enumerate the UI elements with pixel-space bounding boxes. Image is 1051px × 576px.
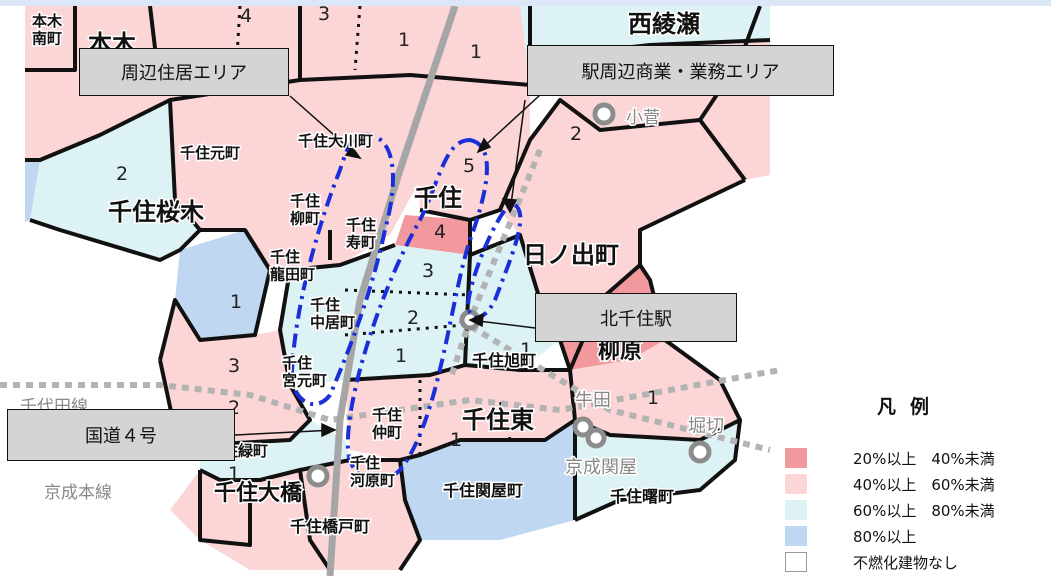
residential-area-callout-text: 周辺住居エリア (121, 63, 247, 84)
town-label: 千住桜木 (108, 198, 205, 226)
callout-arrows (234, 94, 541, 438)
town-label: 千住寿町 (346, 216, 376, 251)
town-label: 千住仲町 (372, 406, 402, 441)
chome-number: 3 (318, 3, 330, 25)
station-label: 堀切 (688, 416, 724, 437)
town-label: 千住元町 (180, 144, 240, 162)
chome-number: 1 (398, 29, 410, 51)
town-label: 千住旭町 (472, 351, 536, 370)
legend-label: 40%以上 60%未満 (853, 475, 995, 494)
chome-number: 4 (434, 221, 446, 243)
national-route-4-line (326, 6, 459, 576)
chome-number: 3 (422, 260, 434, 282)
zone-senju4-red (395, 215, 470, 255)
chome-number: 5 (463, 155, 475, 177)
legend-swatch (785, 500, 807, 520)
legend-label: 20%以上 40%未満 (853, 449, 995, 468)
town-label: 千住宮元町 (282, 354, 327, 389)
station-label: 京成関屋 (565, 457, 637, 478)
station-commercial-area-outline (345, 137, 489, 483)
legend-swatch (785, 552, 807, 572)
legend-label: 80%以上 (853, 527, 917, 546)
town-label: 千住柳町 (290, 192, 320, 227)
town-label: 千住橋戸町 (290, 517, 370, 536)
station-commercial-area-callout: 駅周辺商業・業務エリア (527, 45, 834, 96)
station-label: 牛田 (575, 390, 611, 411)
chome-number: 1 (230, 291, 242, 313)
zone-midori-cyan (200, 420, 350, 480)
town-label: 千住関屋町 (443, 481, 523, 500)
chome-number: 1 (520, 339, 532, 361)
fireproof-rate-map: 4 3 1 1 2 5 4 3 2 1 1 3 2 1 2 1 1 1 本木南町… (0, 3, 781, 576)
legend-item: 不燃化建物なし (785, 551, 958, 573)
town-label: 千住大川町 (298, 132, 373, 150)
town-label: 千住大橋 (214, 480, 303, 506)
zone-senju5-pink (410, 75, 530, 220)
senju-ohashi-station-marker (306, 464, 330, 488)
national-route-4-callout-text: 国道４号 (85, 426, 157, 447)
town-label: 西綾瀬 (628, 10, 700, 38)
horikiri-station-marker (688, 440, 712, 464)
top-border (0, 0, 1051, 6)
legend-item: 40%以上 60%未満 (785, 473, 995, 495)
chome-number: 1 (470, 41, 482, 63)
chome-number: 1 (228, 463, 240, 485)
station-area-outline (465, 202, 523, 320)
town-label: 本木南町 (32, 12, 63, 47)
town-label: 千住曙町 (610, 487, 674, 506)
legend-label: 60%以上 80%未満 (853, 501, 995, 520)
ushida-station-marker-b (585, 427, 607, 449)
station-commercial-area-callout-text: 駅周辺商業・業務エリア (581, 61, 780, 83)
residential-area-outline (289, 132, 395, 407)
legend-item: 20%以上 40%未満 (785, 447, 995, 469)
zone-east-pink (345, 365, 575, 460)
town-label: 千住東 (462, 406, 534, 434)
zone-sakuragi (30, 100, 200, 260)
chome-number: 2 (570, 123, 582, 145)
zone-hashido-pink (200, 460, 420, 570)
map-legend: 凡例 20%以上 40%未満 40%以上 60%未満 60%以上 80%未満 8… (785, 390, 1051, 576)
town-label: 千住 (414, 184, 462, 212)
station-markers (306, 102, 712, 488)
kita-senju-station-callout: 北千住駅 (535, 293, 737, 342)
line-label: 京成本線 (44, 483, 112, 503)
chome-number: 2 (407, 307, 419, 329)
residential-area-callout: 周辺住居エリア (79, 48, 289, 96)
chome-number: 1 (647, 387, 659, 409)
area-outlines (289, 132, 523, 483)
legend-item: 60%以上 80%未満 (785, 499, 995, 521)
zone-left-blue-b (175, 230, 270, 340)
legend-swatch (785, 474, 807, 494)
legend-item: 80%以上 (785, 525, 916, 547)
legend-swatch (785, 526, 807, 546)
zone-bottom-blue (400, 420, 575, 540)
legend-label: 不燃化建物なし (853, 553, 959, 572)
town-label: 千住河原町 (350, 454, 395, 489)
ushida-station-marker-a (572, 416, 594, 438)
chome-numbers: 4 3 1 1 2 5 4 3 2 1 1 3 2 1 2 1 1 1 (116, 3, 659, 485)
chome-number: 1 (395, 345, 407, 367)
station-label: 小菅 (626, 108, 660, 128)
zone-center-pink (170, 75, 430, 270)
national-route-4-callout: 国道４号 (7, 409, 235, 461)
town-label: 千住中居町 (310, 296, 355, 331)
town-label: 日ノ出町 (523, 241, 619, 269)
zone-hinode-pink (500, 100, 745, 300)
chome-number: 3 (228, 355, 240, 377)
legend-swatch (785, 448, 807, 468)
chome-number: 4 (240, 5, 252, 27)
zone-ohashi-pink (170, 470, 250, 545)
zone-motoki-minami (25, 6, 75, 70)
zone-left-blue-a (25, 160, 40, 222)
town-label: 千住龍田町 (270, 248, 315, 283)
chome-number: 2 (116, 163, 128, 185)
legend-title: 凡例 (877, 396, 944, 418)
zone-center-cyan (280, 245, 470, 385)
kosuge-station-marker (592, 102, 616, 126)
town-labels: 本木南町 本木 西綾瀬 千住元町 千住大川町 千住桜木 千住柳町 千住寿町 千住… (31, 9, 702, 538)
kita-senju-station-callout-text: 北千住駅 (600, 308, 672, 330)
chome-number: 1 (450, 429, 462, 451)
